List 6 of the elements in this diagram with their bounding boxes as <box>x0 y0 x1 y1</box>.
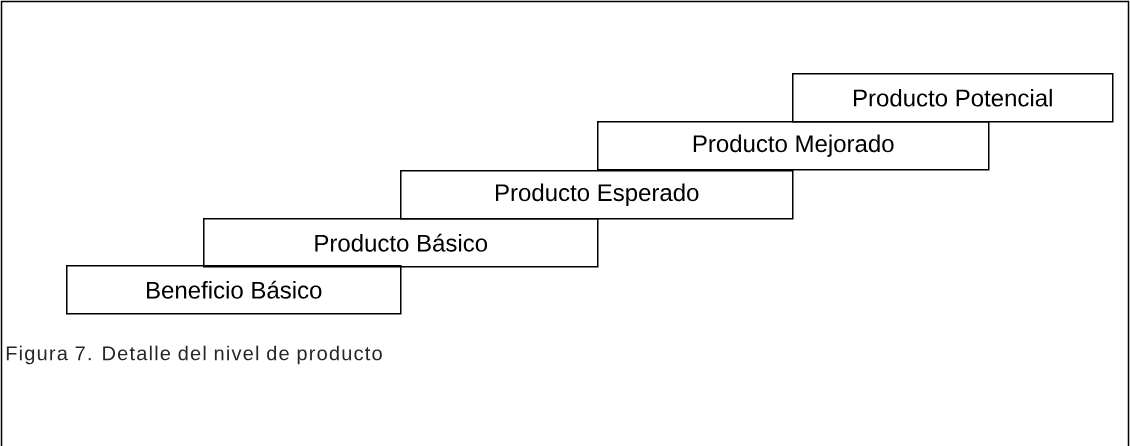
caption: Figura 7. Detalle del nivel de producto <box>6 345 382 365</box>
step-box: Producto Básico <box>203 218 599 268</box>
step-box: Producto Esperado <box>400 170 794 220</box>
step-box: Producto Potencial <box>792 73 1114 123</box>
step-box: Beneficio Básico <box>66 265 402 315</box>
step-box: Producto Mejorado <box>597 121 990 171</box>
